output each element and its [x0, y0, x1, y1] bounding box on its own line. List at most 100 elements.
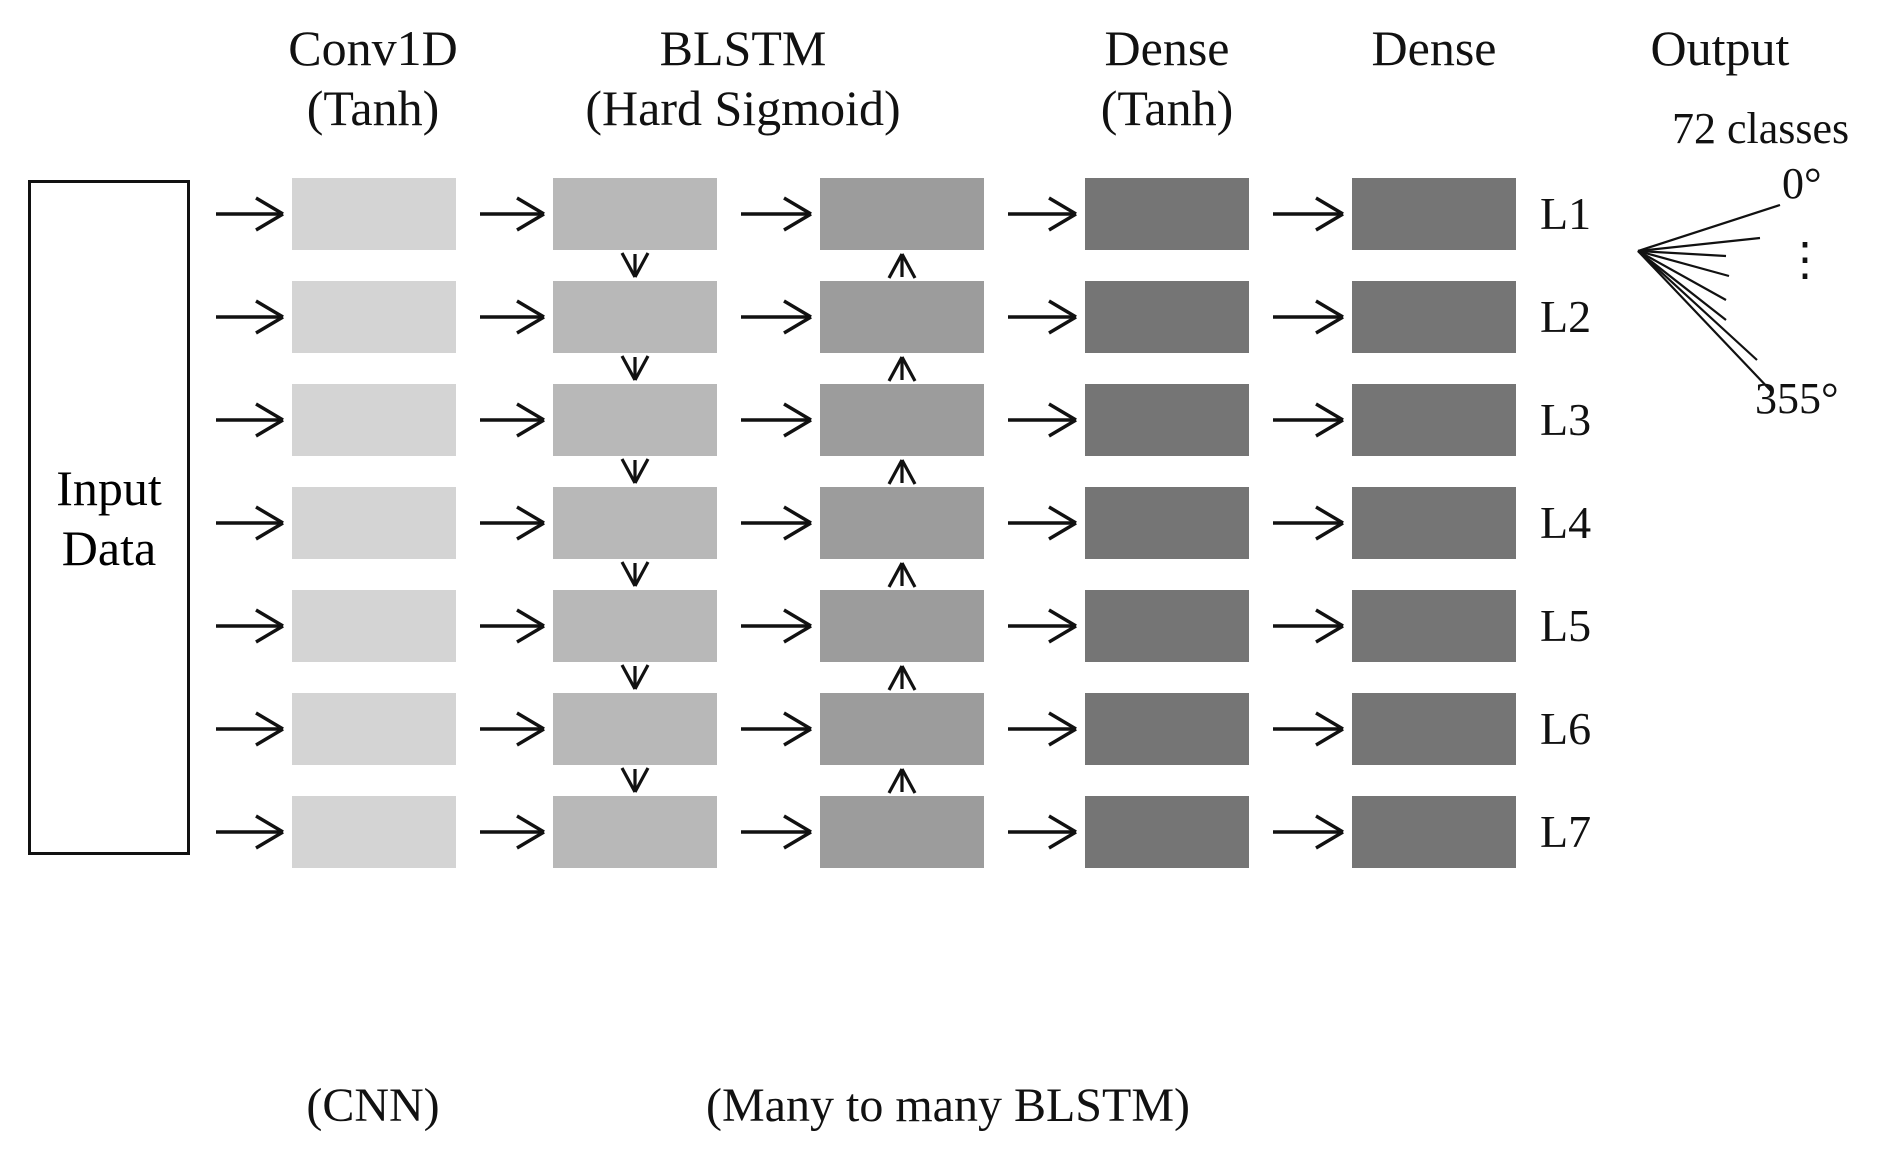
row-label-l6: L6	[1540, 703, 1592, 754]
layer-cell-blstm-forward-row4	[553, 487, 717, 559]
flow-arrow-blstm-backward-to-dense-tanh-row6	[1008, 711, 1077, 747]
output-ellipsis: ⋮	[1782, 234, 1828, 285]
recurrent-arrow-backward-row6-to-row5	[887, 665, 917, 691]
recurrent-arrow-forward-row2-to-row3	[620, 355, 650, 381]
output-fan-rays	[1637, 203, 1781, 393]
layer-cell-dense-out-row1	[1352, 178, 1516, 250]
layer-cell-blstm-forward-row3	[553, 384, 717, 456]
output-first-class-label: 0°	[1782, 159, 1822, 208]
flow-arrow-dense-tanh-to-dense-out-row6	[1273, 711, 1344, 747]
flow-arrow-blstm-backward-to-dense-tanh-row2	[1008, 299, 1077, 335]
layer-cell-blstm-backward-row2	[820, 281, 984, 353]
flow-arrow-blstm-forward-to-blstm-backward-row4	[741, 505, 812, 541]
row-label-l3: L3	[1540, 394, 1592, 445]
column-header-blstm: BLSTM (Hard Sigmoid)	[513, 18, 973, 138]
row-label-l5: L5	[1540, 600, 1592, 651]
column-header-dense-tanh: Dense (Tanh)	[1007, 18, 1327, 138]
layer-cell-conv1d-row2	[292, 281, 456, 353]
layer-cell-conv1d-row7	[292, 796, 456, 868]
layer-cell-blstm-forward-row1	[553, 178, 717, 250]
column-header-dense-tanh-line1: Dense	[1104, 20, 1230, 76]
output-last-class-label: 355°	[1755, 374, 1839, 423]
recurrent-arrow-forward-row3-to-row4	[620, 458, 650, 484]
recurrent-arrow-backward-row3-to-row2	[887, 356, 917, 382]
column-header-output-line1: Output	[1650, 20, 1790, 76]
flow-arrow-blstm-backward-to-dense-tanh-row4	[1008, 505, 1077, 541]
flow-arrow-input-to-conv1d-row2	[216, 299, 284, 335]
output-fan-ray-1	[1637, 203, 1781, 253]
column-header-dense-tanh-line2: (Tanh)	[1100, 80, 1234, 136]
output-fan-ray-6	[1637, 250, 1727, 321]
layer-cell-dense-out-row4	[1352, 487, 1516, 559]
flow-arrow-conv1d-to-blstm-forward-row5	[480, 608, 545, 644]
flow-arrow-conv1d-to-blstm-forward-row1	[480, 196, 545, 232]
layer-cell-conv1d-row5	[292, 590, 456, 662]
input-data-label: Input Data	[56, 458, 162, 578]
row-label-l7: L7	[1540, 806, 1592, 857]
flow-arrow-dense-tanh-to-dense-out-row4	[1273, 505, 1344, 541]
recurrent-arrow-forward-row1-to-row2	[620, 252, 650, 278]
column-header-blstm-line1: BLSTM	[659, 20, 827, 76]
flow-arrow-blstm-backward-to-dense-tanh-row7	[1008, 814, 1077, 850]
output-fan-ray-4	[1637, 249, 1730, 278]
output-fan-ray-2	[1637, 236, 1761, 253]
recurrent-arrow-forward-row6-to-row7	[620, 767, 650, 793]
column-header-conv1d-line1: Conv1D	[288, 20, 458, 76]
column-header-blstm-line2: (Hard Sigmoid)	[585, 80, 901, 136]
column-header-conv1d-line2: (Tanh)	[306, 80, 440, 136]
layer-cell-dense-tanh-row2	[1085, 281, 1249, 353]
layer-cell-conv1d-row4	[292, 487, 456, 559]
flow-arrow-blstm-backward-to-dense-tanh-row5	[1008, 608, 1077, 644]
column-header-output: Output	[1570, 18, 1870, 78]
flow-arrow-dense-tanh-to-dense-out-row1	[1273, 196, 1344, 232]
flow-arrow-conv1d-to-blstm-forward-row4	[480, 505, 545, 541]
flow-arrow-blstm-forward-to-blstm-backward-row1	[741, 196, 812, 232]
caption-blstm: (Many to many BLSTM)	[706, 1079, 1190, 1132]
output-fan-ray-5	[1637, 250, 1727, 301]
recurrent-arrow-forward-row4-to-row5	[620, 561, 650, 587]
flow-arrow-blstm-backward-to-dense-tanh-row3	[1008, 402, 1077, 438]
layer-cell-conv1d-row6	[292, 693, 456, 765]
flow-arrow-blstm-forward-to-blstm-backward-row2	[741, 299, 812, 335]
layer-cell-blstm-backward-row3	[820, 384, 984, 456]
column-header-dense-out: Dense	[1284, 18, 1584, 78]
layer-cell-dense-tanh-row3	[1085, 384, 1249, 456]
flow-arrow-blstm-forward-to-blstm-backward-row3	[741, 402, 812, 438]
row-label-l4: L4	[1540, 497, 1592, 548]
layer-cell-blstm-backward-row7	[820, 796, 984, 868]
layer-cell-dense-tanh-row5	[1085, 590, 1249, 662]
layer-cell-blstm-backward-row6	[820, 693, 984, 765]
recurrent-arrow-backward-row4-to-row3	[887, 459, 917, 485]
flow-arrow-blstm-forward-to-blstm-backward-row5	[741, 608, 812, 644]
layer-cell-conv1d-row3	[292, 384, 456, 456]
layer-cell-dense-out-row6	[1352, 693, 1516, 765]
recurrent-arrow-backward-row7-to-row6	[887, 768, 917, 794]
flow-arrow-blstm-forward-to-blstm-backward-row7	[741, 814, 812, 850]
flow-arrow-blstm-forward-to-blstm-backward-row6	[741, 711, 812, 747]
flow-arrow-input-to-conv1d-row5	[216, 608, 284, 644]
flow-arrow-dense-tanh-to-dense-out-row3	[1273, 402, 1344, 438]
flow-arrow-conv1d-to-blstm-forward-row3	[480, 402, 545, 438]
layer-cell-dense-out-row7	[1352, 796, 1516, 868]
flow-arrow-input-to-conv1d-row6	[216, 711, 284, 747]
output-fan-ray-7	[1637, 250, 1758, 361]
column-header-dense-out-line1: Dense	[1371, 20, 1497, 76]
flow-arrow-input-to-conv1d-row4	[216, 505, 284, 541]
layer-cell-dense-tanh-row7	[1085, 796, 1249, 868]
column-header-conv1d: Conv1D (Tanh)	[213, 18, 533, 138]
recurrent-arrow-forward-row5-to-row6	[620, 664, 650, 690]
layer-cell-blstm-backward-row5	[820, 590, 984, 662]
layer-cell-dense-out-row5	[1352, 590, 1516, 662]
flow-arrow-dense-tanh-to-dense-out-row2	[1273, 299, 1344, 335]
caption-cnn: (CNN)	[306, 1079, 440, 1132]
recurrent-arrow-backward-row2-to-row1	[887, 253, 917, 279]
flow-arrow-blstm-backward-to-dense-tanh-row1	[1008, 196, 1077, 232]
flow-arrow-input-to-conv1d-row3	[216, 402, 284, 438]
flow-arrow-conv1d-to-blstm-forward-row6	[480, 711, 545, 747]
input-data-block: Input Data	[28, 180, 190, 855]
output-classes-label: 72 classes	[1672, 104, 1850, 153]
row-label-l2: L2	[1540, 291, 1592, 342]
output-fan-ray-8	[1637, 250, 1773, 393]
flow-arrow-conv1d-to-blstm-forward-row2	[480, 299, 545, 335]
